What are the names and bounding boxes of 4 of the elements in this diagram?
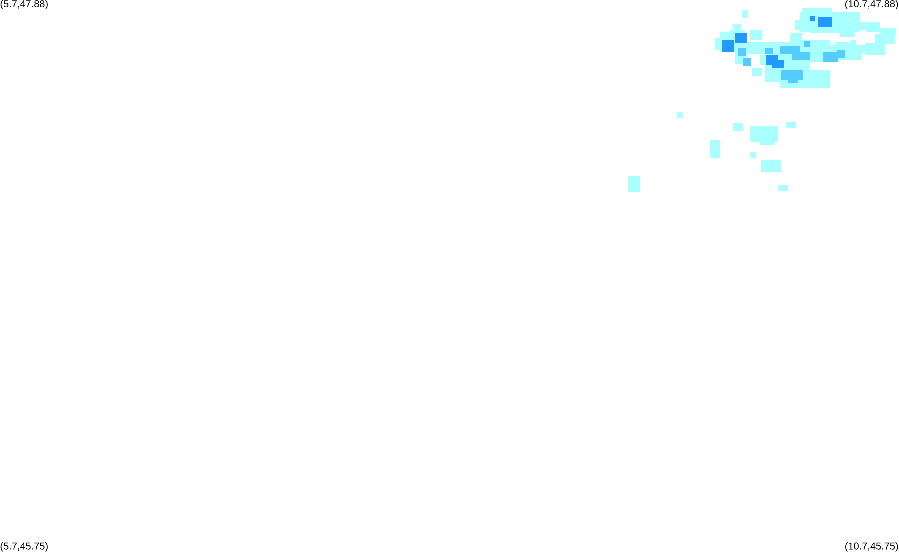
coordinate-label: (10.7,45.75) [846,542,898,552]
coordinate-label: (10.7,47.88) [846,0,898,10]
coordinate-label: (5.7,45.75) [0,542,48,552]
coordinate-label: (5.7,47.88) [0,0,48,10]
